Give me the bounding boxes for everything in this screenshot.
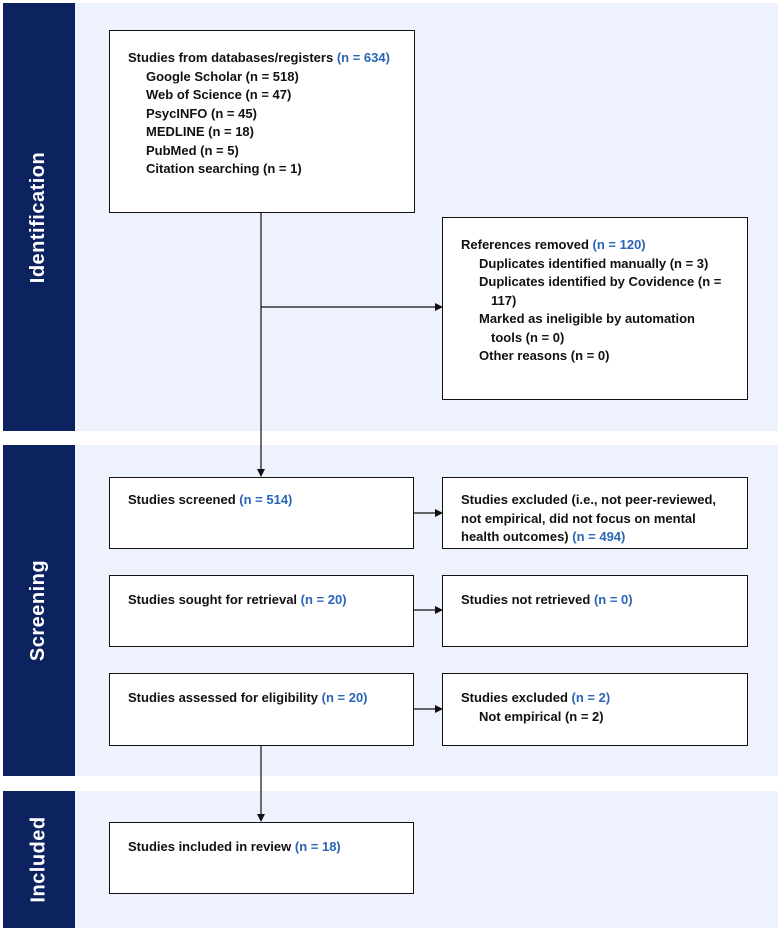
- databases-box: Studies from databases/registers (n = 63…: [109, 30, 415, 213]
- databases-title-line: Studies from databases/registers (n = 63…: [128, 49, 396, 68]
- databases-count: (n = 634): [336, 50, 390, 65]
- database-item: MEDLINE (n = 18): [146, 124, 254, 139]
- excluded-screen-count: (n = 494): [572, 529, 626, 544]
- sought-count: (n = 20): [300, 592, 347, 607]
- removed-item-continued: tools (n = 0): [491, 329, 565, 345]
- removed-item-continued: 117): [491, 292, 517, 308]
- included-box: Studies included in review (n = 18): [109, 822, 414, 894]
- excluded-elig-title-line: Studies excluded (n = 2): [461, 689, 729, 708]
- databases-title: Studies from databases/registers: [128, 50, 334, 65]
- not-retrieved-box: Studies not retrieved (n = 0): [442, 575, 748, 647]
- removed-box: References removed (n = 120) Duplicates …: [442, 217, 748, 400]
- removed-item: Duplicates identified manually (n = 3): [479, 255, 709, 271]
- removed-count: (n = 120): [592, 237, 646, 252]
- assessed-count: (n = 20): [321, 690, 368, 705]
- excluded-elig-count: (n = 2): [571, 690, 611, 705]
- screening-label: Screening: [3, 445, 75, 776]
- removed-title: References removed: [461, 237, 589, 252]
- removed-item: Duplicates identified by Covidence (n =: [479, 274, 722, 289]
- removed-item: Marked as ineligible by automation: [479, 311, 695, 326]
- included-title: Studies included in review: [128, 839, 292, 854]
- screened-title: Studies screened: [128, 492, 236, 507]
- included-count: (n = 18): [294, 839, 341, 854]
- database-item: Google Scholar (n = 518): [146, 68, 299, 84]
- included-label: Included: [3, 791, 75, 928]
- excluded-screen-box: Studies excluded (i.e., not peer-reviewe…: [442, 477, 748, 549]
- screened-box: Studies screened (n = 514): [109, 477, 414, 549]
- excluded-screen-title: Studies excluded (i.e., not peer-reviewe…: [461, 492, 717, 544]
- assessed-box: Studies assessed for eligibility (n = 20…: [109, 673, 414, 746]
- database-item: PsycINFO (n = 45): [146, 105, 257, 121]
- database-item: Web of Science (n = 47): [146, 87, 292, 102]
- removed-title-line: References removed (n = 120): [461, 236, 729, 255]
- database-item: Citation searching (n = 1): [146, 161, 302, 176]
- excluded-elig-box: Studies excluded (n = 2) Not empirical (…: [442, 673, 748, 746]
- assessed-title: Studies assessed for eligibility: [128, 690, 319, 705]
- database-item: PubMed (n = 5): [146, 142, 239, 158]
- not-retrieved-title: Studies not retrieved: [461, 592, 591, 607]
- not-retrieved-count: (n = 0): [593, 592, 633, 607]
- excluded-elig-title: Studies excluded: [461, 690, 568, 705]
- identification-label: Identification: [3, 3, 75, 431]
- removed-item: Other reasons (n = 0): [479, 348, 610, 363]
- sought-box: Studies sought for retrieval (n = 20): [109, 575, 414, 647]
- excluded-elig-item: Not empirical (n = 2): [479, 708, 604, 724]
- sought-title: Studies sought for retrieval: [128, 592, 298, 607]
- screened-count: (n = 514): [239, 492, 293, 507]
